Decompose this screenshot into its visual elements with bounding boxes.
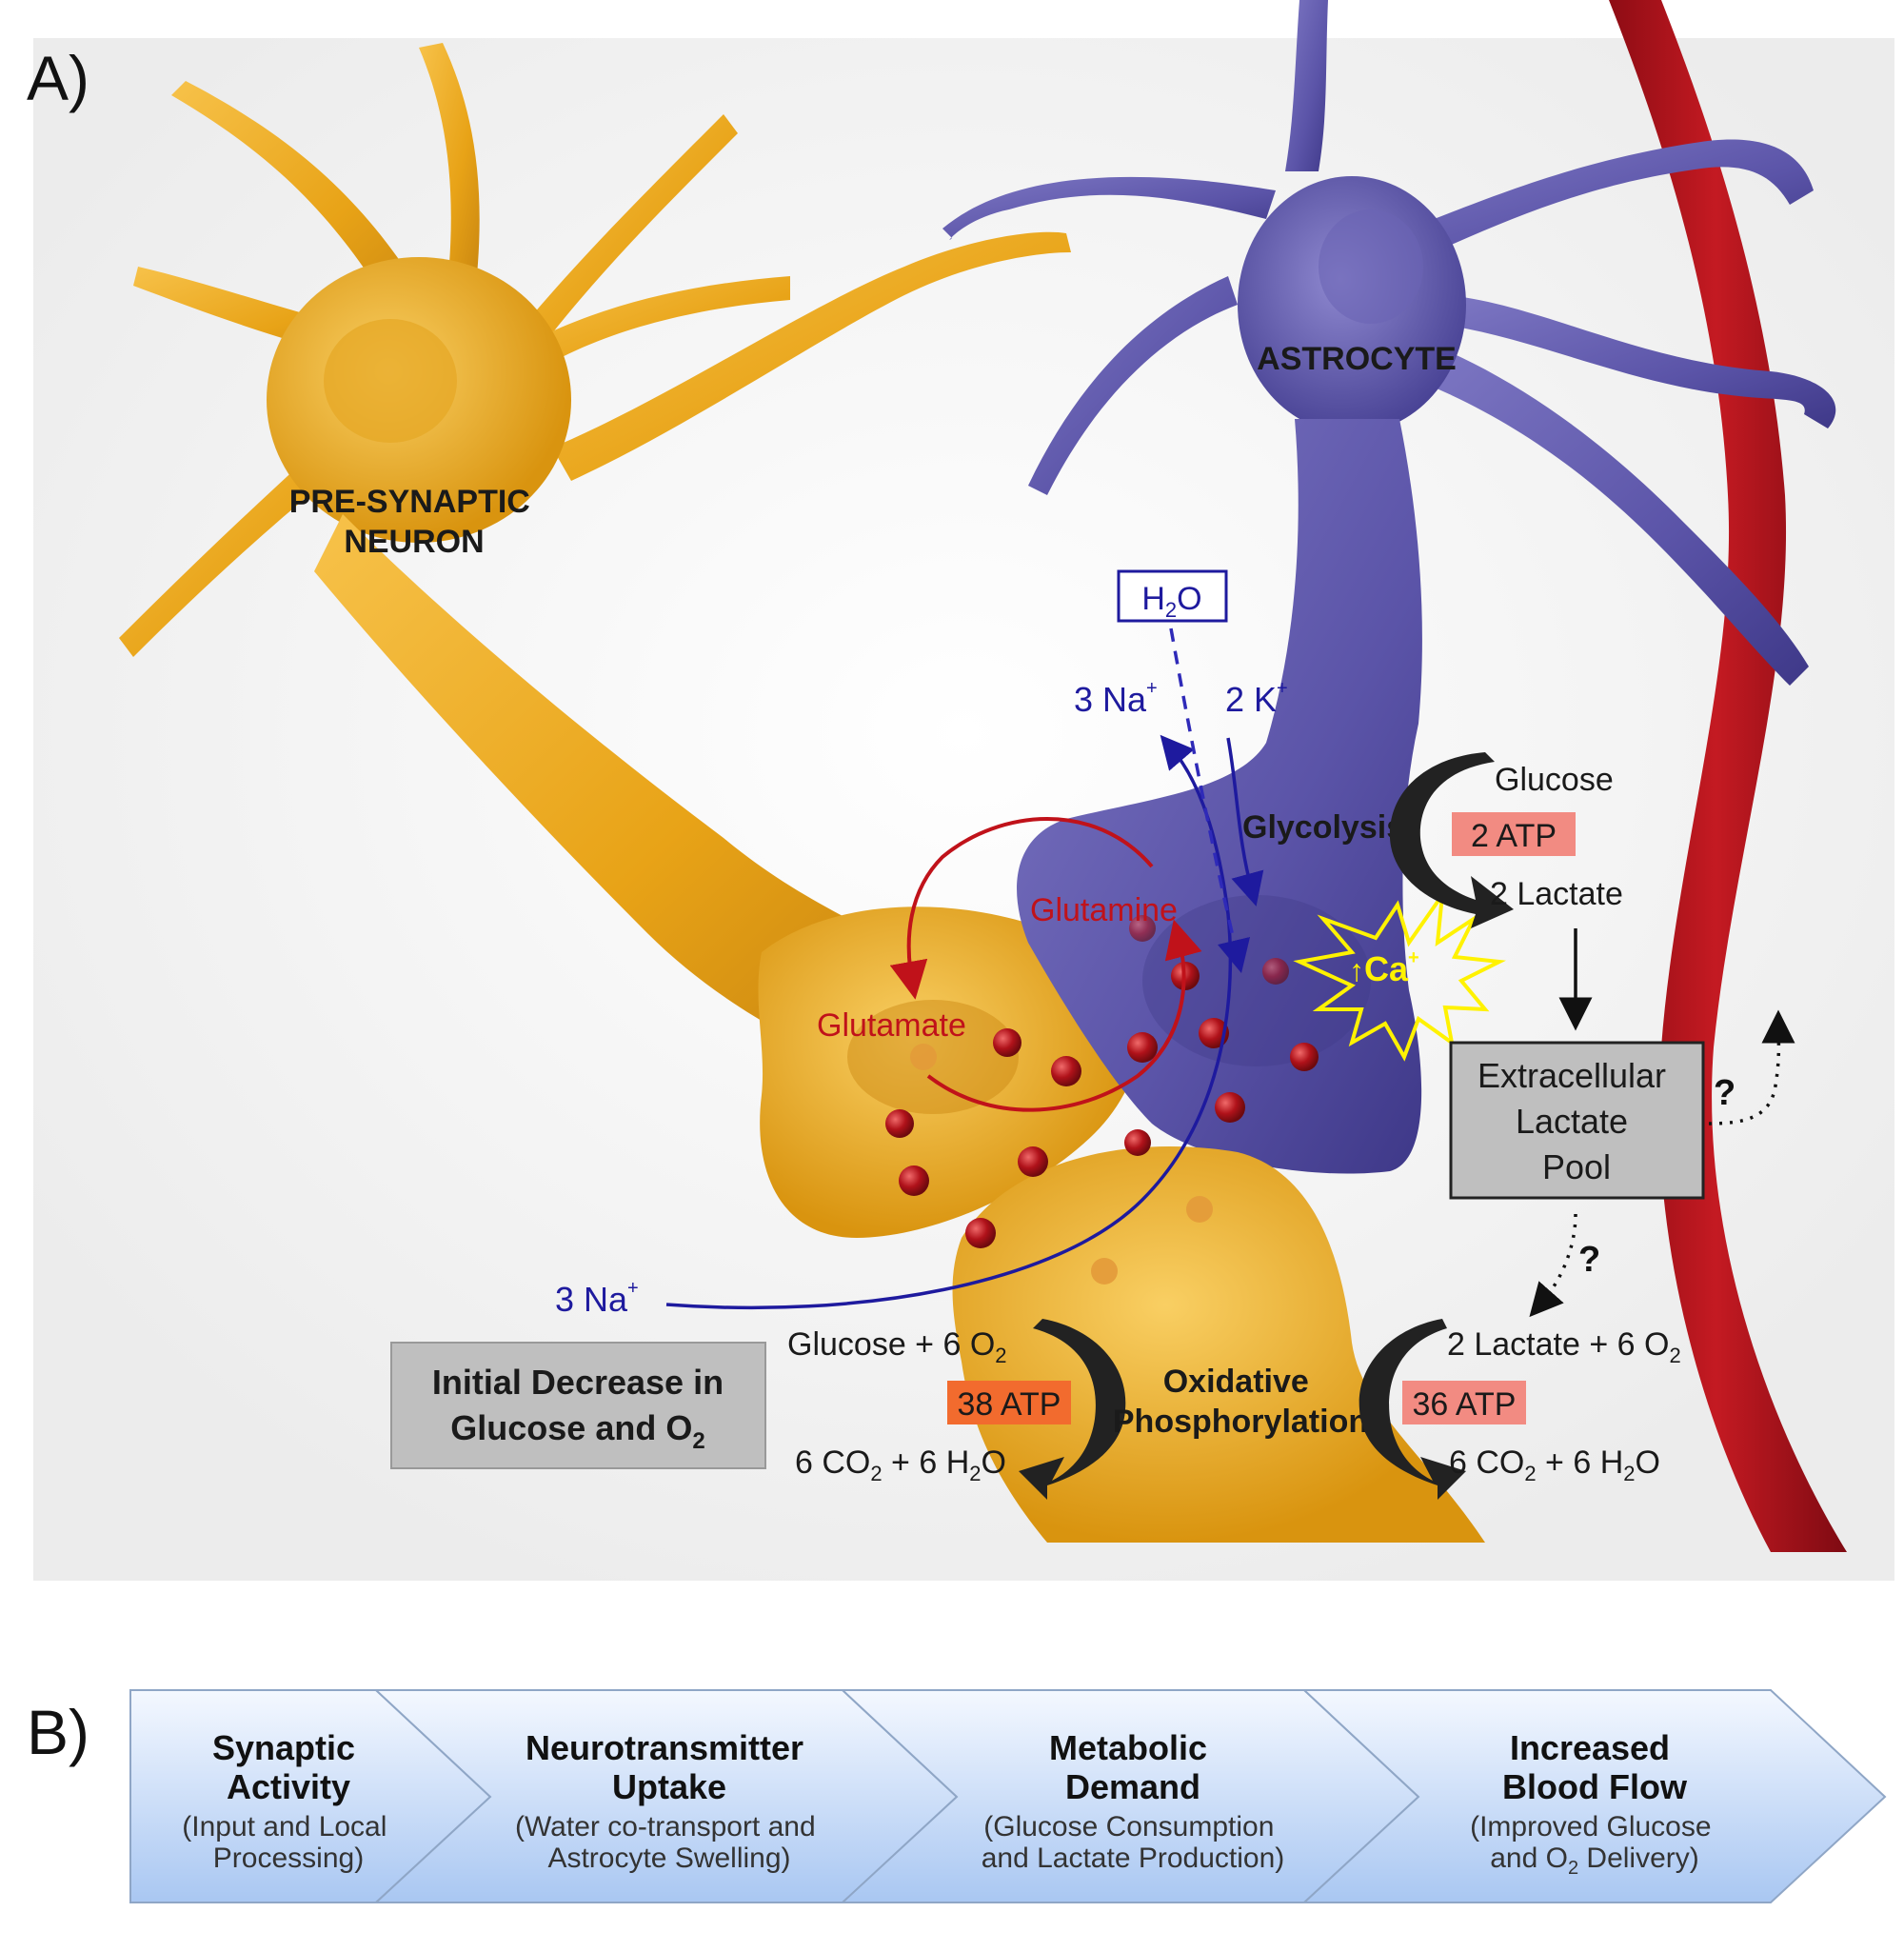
vesicles xyxy=(885,915,1319,1285)
glycolysis-title: Glycolysis xyxy=(1242,809,1404,846)
svg-text:(Input and Local Proce: (Input and Local Processing) xyxy=(182,1811,395,1874)
panel-a-label: A) xyxy=(27,43,89,113)
neuron-oxphos-input: Glucose + 6 O2 xyxy=(787,1326,1007,1367)
flow-step-3: Metabolic Demand (Glucose Consumption an… xyxy=(982,1728,1285,1874)
svg-text:(Improved Glucose and: (Improved Glucose and O2 Delivery) xyxy=(1470,1811,1719,1879)
na-top-label: 3 Na+ xyxy=(1074,678,1158,719)
lactate-oxphos-atp-box xyxy=(1402,1381,1526,1424)
astrocyte xyxy=(942,0,1836,1174)
lactate-oxphos-input: 2 Lactate + 6 O2 xyxy=(1447,1326,1681,1367)
svg-text:Extracellular Lactate: Extracellular Lactate Pool xyxy=(1478,1056,1676,1186)
svg-text:Initial Decrease in: Initial Decrease in xyxy=(432,1363,724,1402)
question-mark-vessel: ? xyxy=(1714,1073,1735,1113)
panel-b-label: B) xyxy=(27,1697,89,1767)
glutamine-label: Glutamine xyxy=(1030,892,1178,928)
flow-step-1: Synaptic Activity (Input and Local Proce… xyxy=(182,1728,395,1874)
oxphos-title: Oxidative Phosphorylation xyxy=(1113,1364,1368,1440)
lactate-oxphos-atp: 36 ATP xyxy=(1413,1386,1517,1423)
lactate-oxphos-curved-arrow xyxy=(1359,1319,1466,1500)
neuron-oxphos-block: Glucose + 6 O2 38 ATP 6 CO2 + 6 H2O xyxy=(787,1319,1126,1500)
flow-step-2: Neurotransmitter Uptake (Water co-transp… xyxy=(515,1728,823,1874)
svg-text:↑Ca+: ↑Ca+ xyxy=(1349,947,1419,988)
k-top-label: 2 K+ xyxy=(1225,678,1288,719)
presynaptic-neuron xyxy=(119,43,1141,1238)
svg-text:Increased Blood Flow: Increased Blood Flow xyxy=(1502,1728,1688,1806)
na-bottom-label: 3 Na+ xyxy=(555,1278,639,1319)
flow-step-4-shape xyxy=(1301,1689,1887,1903)
ion-flows xyxy=(665,627,1264,1310)
process-flow: Synaptic Activity (Input and Local Proce… xyxy=(129,1689,1887,1903)
neuron-oxphos-output: 6 CO2 + 6 H2O xyxy=(795,1444,1006,1485)
initial-decrease-box: Initial Decrease in Glucose and O2 xyxy=(390,1342,766,1469)
question-mark-neuron: ? xyxy=(1578,1240,1600,1280)
neuron-oxphos-curved-arrow xyxy=(1019,1319,1126,1500)
glycolysis-input: Glucose xyxy=(1495,762,1614,798)
svg-text:(Glucose Consumption a: (Glucose Consumption and Lactate Product… xyxy=(982,1811,1285,1874)
svg-text:Glucose and O2: Glucose and O2 xyxy=(450,1408,704,1454)
glycolysis-block: Glycolysis Glucose 2 ATP 2 Lactate xyxy=(1242,752,1623,1031)
glycolysis-output: 2 Lactate xyxy=(1490,876,1623,912)
flow-step-4: Increased Blood Flow (Improved Glucose a… xyxy=(1470,1728,1719,1879)
astrocyte-label: ASTROCYTE xyxy=(1257,341,1457,377)
pool-to-neuron-arrow xyxy=(1529,1213,1577,1318)
svg-text:Metabolic Demand: Metabolic Demand xyxy=(1049,1728,1217,1806)
svg-text:Neurotransmitter Uptak: Neurotransmitter Uptake xyxy=(526,1728,813,1806)
postsynaptic-terminal xyxy=(952,1146,1485,1543)
svg-text:Synaptic Activity: Synaptic Activity xyxy=(212,1728,365,1806)
water-cotransport-arrow xyxy=(1169,627,1251,974)
glycolysis-curved-arrow xyxy=(1389,752,1514,928)
svg-text:(Water co-transport and: (Water co-transport and Astrocyte Swelli… xyxy=(515,1811,823,1874)
svg-text:H2O: H2O xyxy=(1141,581,1201,622)
lactate-pool-box: Extracellular Lactate Pool xyxy=(1449,1041,1705,1200)
glutamate-label: Glutamate xyxy=(817,1007,966,1044)
glycolysis-atp: 2 ATP xyxy=(1471,818,1557,854)
glycolysis-atp-box xyxy=(1452,812,1576,856)
lactate-oxphos-block: 2 Lactate + 6 O2 36 ATP 6 CO2 + 6 H2O xyxy=(1359,1319,1681,1500)
neuron-oxphos-atp-box xyxy=(947,1381,1071,1424)
na-influx-arrow xyxy=(665,734,1233,1310)
neuron-oxphos-atp: 38 ATP xyxy=(958,1386,1061,1423)
k-uptake-arrow xyxy=(1226,737,1264,906)
glutamate-glutamine-cycle xyxy=(889,817,1202,1112)
h2o-box: H2O xyxy=(1117,569,1228,623)
lactate-oxphos-output: 6 CO2 + 6 H2O xyxy=(1449,1444,1660,1485)
neuron-label: PRE-SYNAPTIC NEURON xyxy=(289,484,540,560)
